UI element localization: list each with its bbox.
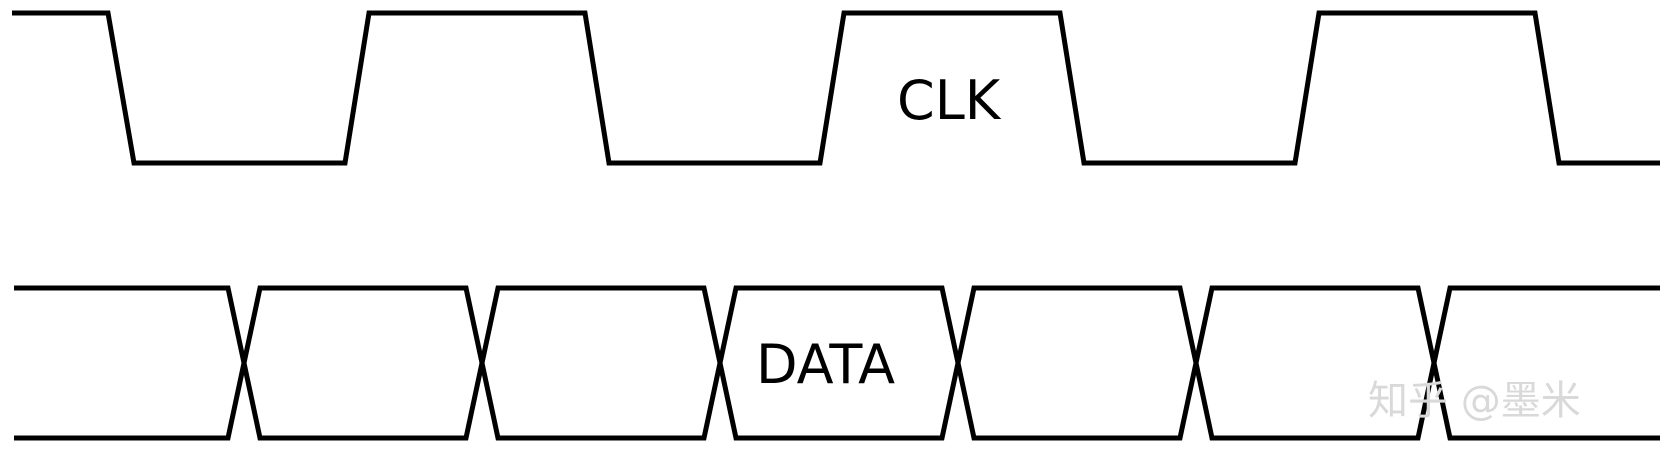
clk-label: CLK: [897, 69, 1002, 132]
watermark-text: 知乎 @墨米: [1368, 378, 1581, 424]
data-bus-upper-rail: [14, 285, 1660, 364]
clk-waveform: [12, 10, 1660, 166]
data-label: DATA: [756, 333, 895, 396]
data-bus-lower-rail: [14, 362, 1660, 441]
